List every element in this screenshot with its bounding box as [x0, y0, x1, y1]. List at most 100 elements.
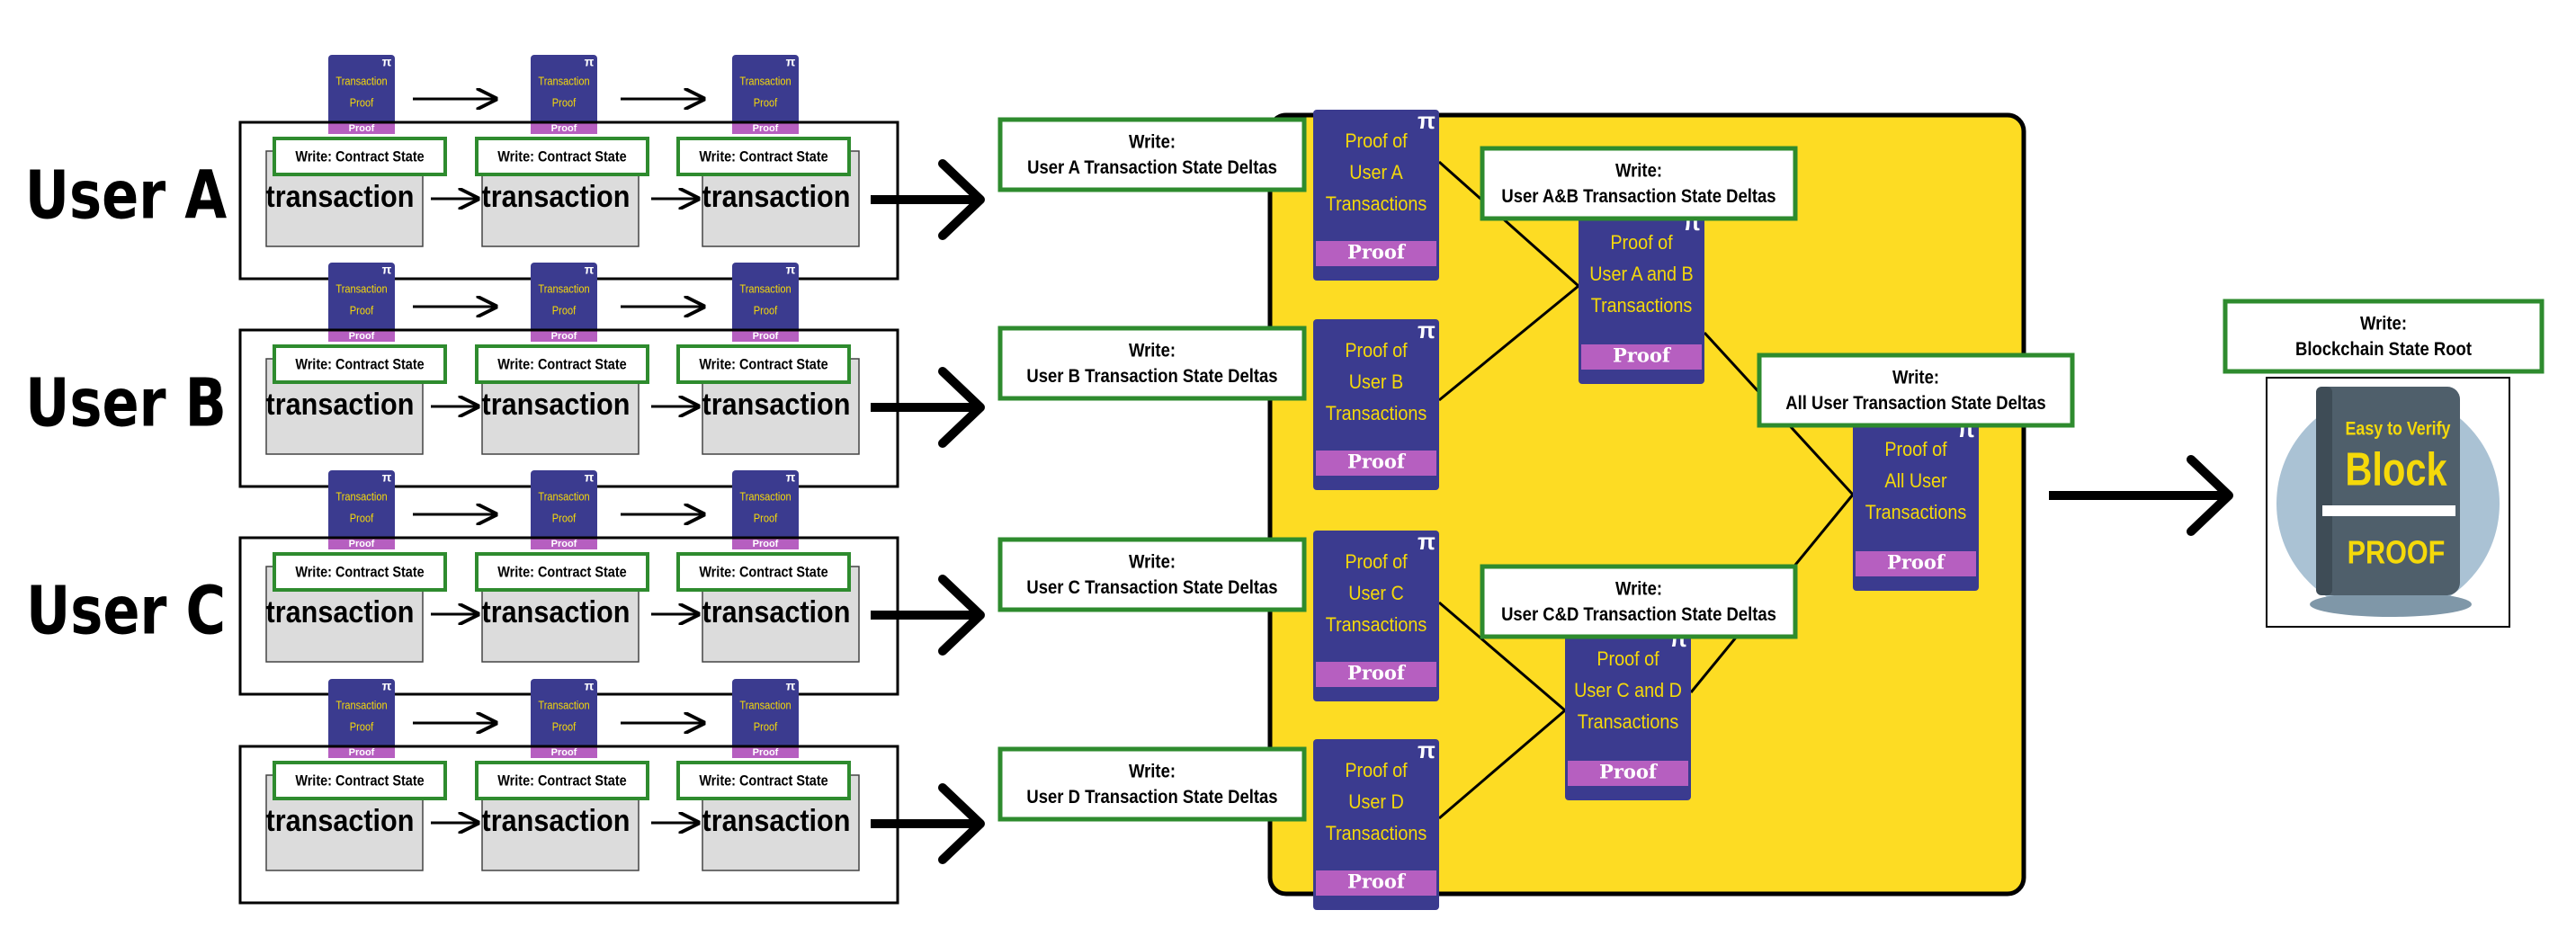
- row-c-tx-proof-2-footer: [531, 539, 597, 549]
- user-d-proof-card-footer-label: Proof: [1347, 870, 1407, 893]
- row-d-delta-write-box: [997, 746, 1307, 822]
- row-a-tx-label-2: transaction: [482, 180, 631, 214]
- row-d-tx-proof-1-footer-label: Proof: [349, 747, 375, 758]
- row-b-write-label-2: Write: Contract State: [497, 356, 627, 372]
- row-d-tx-proof-2-line2: Proof: [552, 720, 577, 734]
- row-b-delta-write-box-line2: User B Transaction State Deltas: [1026, 366, 1277, 387]
- row-c-tx-proof-2-line1: Transaction: [538, 490, 589, 504]
- row-d-write-box-1: [273, 761, 447, 800]
- row-b-delta-write-box: [997, 326, 1307, 401]
- row-a-tx-proof-3-footer: [732, 123, 799, 134]
- row-d-tx-proof-2: [531, 679, 597, 758]
- merge-connector-2: [1438, 284, 1579, 402]
- row-a-tx-proof-2-pi-icon: π: [585, 55, 595, 69]
- merge-cd-write-box-line1: Write:: [1615, 578, 1662, 599]
- row-a-write-label-3: Write: Contract State: [699, 148, 828, 165]
- user-c-proof-card-pi-icon: π: [1418, 528, 1436, 555]
- row-c-tx-proof-3-footer-label: Proof: [753, 539, 779, 549]
- user-c-proof-card: [1313, 531, 1439, 701]
- row-d-tx-label-2: transaction: [482, 804, 631, 838]
- row-d-write-label-2: Write: Contract State: [497, 772, 627, 789]
- user-c-proof-card-line3: Transactions: [1326, 614, 1427, 636]
- row-b-tx-proof-3: [732, 263, 799, 342]
- row-a-write-box-3: [676, 137, 851, 176]
- row-d-delta-write-box-line2: User D Transaction State Deltas: [1026, 787, 1277, 808]
- merge-ab-proof-card: [1579, 211, 1704, 384]
- merge-ab-proof-card-footer-label: Proof: [1613, 344, 1672, 367]
- row-b-tx-proof-1-footer-label: Proof: [349, 331, 375, 342]
- row-d-output-arrow-head: [938, 783, 985, 864]
- row-a-tx-proof-3-pi-icon: π: [786, 55, 796, 69]
- row-d-tx-proof-3-line2: Proof: [754, 720, 778, 734]
- user-a-proof-card-line1: Proof of: [1345, 130, 1407, 152]
- row-b-tx-proof-3-line1: Transaction: [739, 282, 791, 296]
- state-root-write-box: [2223, 299, 2545, 374]
- merge-ab-proof-card-line1: Proof of: [1610, 232, 1672, 254]
- user-b-proof-card-line3: Transactions: [1326, 403, 1427, 424]
- merge-connector-1: [1438, 160, 1579, 288]
- user-d-proof-card-line3: Transactions: [1326, 823, 1427, 844]
- row-a-tx-proof-3-footer-label: Proof: [753, 123, 779, 134]
- block-proof-icon-bottom-text: PROOF: [2348, 535, 2446, 571]
- block-proof-icon-top-text: Easy to Verify: [2346, 418, 2451, 440]
- row-c-tx-proof-3-line1: Transaction: [739, 490, 791, 504]
- merge-ab-proof-card-line2: User A and B: [1589, 263, 1693, 285]
- row-d-tx-proof-3-footer: [732, 747, 799, 758]
- row-a-tx-proof-2-footer: [531, 123, 597, 134]
- row-b-tx-proof-1-footer: [328, 331, 395, 342]
- row-b-tx-proof-3-line2: Proof: [754, 304, 778, 317]
- row-a-tx-proof-2-line2: Proof: [552, 96, 577, 110]
- row-b-tx-proof-1-line2: Proof: [350, 304, 374, 317]
- row-c-tx-proof-1-pi-icon: π: [382, 470, 392, 485]
- row-c-tx-proof-2-footer-label: Proof: [551, 539, 577, 549]
- row-c-write-box-1: [273, 552, 447, 592]
- row-c-tx-proof-3-footer: [732, 539, 799, 549]
- row-b-tx-proof-2-footer-label: Proof: [551, 331, 577, 342]
- row-a-delta-write-box: [997, 117, 1307, 192]
- merge-ab-proof-card-line3: Transactions: [1591, 295, 1692, 317]
- row-a-write-box-1: [273, 137, 447, 176]
- row-b-tx-proof-2-pi-icon: π: [585, 263, 595, 277]
- merge-all-proof-card-line3: Transactions: [1865, 502, 1966, 523]
- user-b-proof-card-footer: [1316, 451, 1436, 476]
- row-b-tx-proof-1-pi-icon: π: [382, 263, 392, 277]
- row-c-write-label-3: Write: Contract State: [699, 564, 828, 580]
- merge-cd-proof-card-footer: [1568, 761, 1688, 786]
- merge-all-proof-card-line1: Proof of: [1884, 439, 1946, 460]
- row-b-output-arrow-head: [938, 367, 985, 448]
- aggregation-panel: [1267, 112, 2026, 897]
- row-c-tx-proof-1: [328, 470, 395, 549]
- row-c-tx-proof-1-footer: [328, 539, 395, 549]
- merge-cd-proof-card-line3: Transactions: [1578, 711, 1678, 733]
- row-c-tx-label-1: transaction: [266, 595, 415, 629]
- merge-cd-proof-card-line2: User C and D: [1574, 680, 1682, 701]
- row-a-tx-proof-1-footer: [328, 123, 395, 134]
- row-b-tx-proof-2: [531, 263, 597, 342]
- merge-cd-proof-card-line1: Proof of: [1597, 648, 1659, 670]
- row-a-tx-proof-1: [328, 55, 395, 134]
- row-c-tx-proof-3-pi-icon: π: [786, 470, 796, 485]
- row-b-tx-proof-3-footer-label: Proof: [753, 331, 779, 342]
- row-a-tx-proof-1-line2: Proof: [350, 96, 374, 110]
- row-a-output-arrow-head: [938, 159, 985, 240]
- user-a-proof-card-pi-icon: π: [1418, 107, 1436, 134]
- row-b-tx-label-3: transaction: [702, 388, 851, 422]
- block-proof-icon-spine: [2316, 387, 2332, 595]
- row-a-user-label: User A: [25, 156, 228, 233]
- block-proof-icon-bar: [2322, 505, 2455, 516]
- merge-cd-proof-card: [1565, 628, 1691, 800]
- row-b-write-box-3: [676, 344, 851, 384]
- row-d-tx-proof-2-footer: [531, 747, 597, 758]
- row-d-tx-proof-2-pi-icon: π: [585, 679, 595, 693]
- row-b-write-box-2: [475, 344, 649, 384]
- user-a-proof-card: [1313, 110, 1439, 281]
- row-a-tx-proof-2-footer-label: Proof: [551, 123, 577, 134]
- row-a-delta-write-box-line2: User A Transaction State Deltas: [1027, 157, 1277, 178]
- user-d-proof-card-line1: Proof of: [1345, 760, 1407, 781]
- row-a-tx-proof-2: [531, 55, 597, 134]
- user-d-proof-card-footer: [1316, 870, 1436, 896]
- user-b-proof-card-line1: Proof of: [1345, 340, 1407, 361]
- row-d-tx-proof-1: [328, 679, 395, 758]
- row-c-delta-write-box: [997, 537, 1307, 612]
